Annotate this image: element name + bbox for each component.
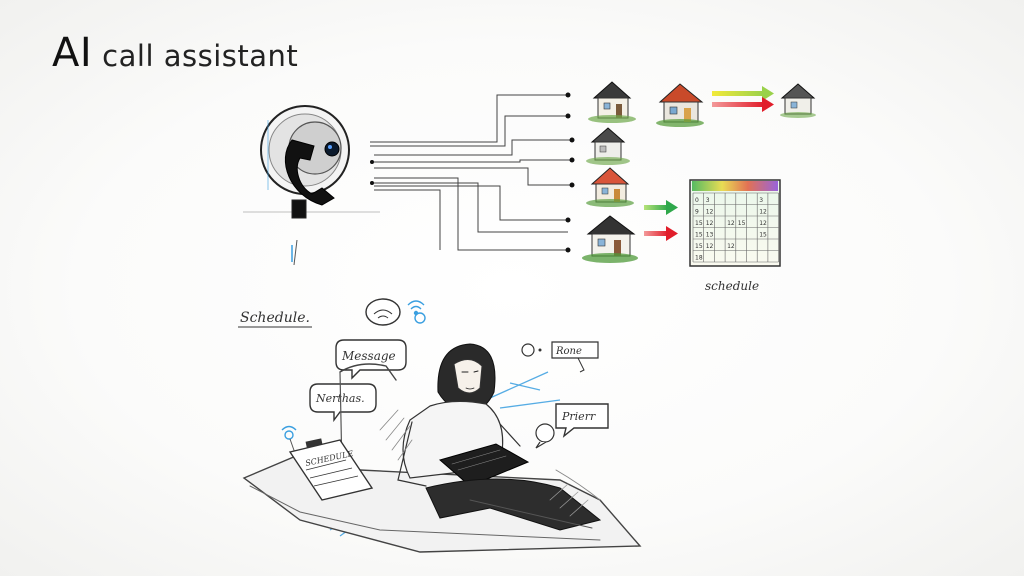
calendar-cell: 0: [695, 197, 699, 204]
bubble-right-text: Prierr: [561, 410, 596, 423]
calendar-cell: 15: [695, 243, 703, 250]
clipboard-icon: SCHEDULE: [288, 438, 374, 501]
arrow-icon: [644, 226, 678, 241]
bubble-right-top-text: Rone: [555, 346, 582, 357]
left-bubble: Nerthas.: [309, 383, 377, 423]
house-icon: [656, 83, 704, 127]
message-bubble: Message: [335, 339, 407, 380]
schedule-label-left: Schedule.: [240, 310, 310, 326]
chat-bubble-icon: [535, 423, 555, 449]
calendar-cell: 12: [759, 220, 767, 227]
arrow-icon: [712, 86, 774, 101]
arrow-icon: [712, 97, 774, 112]
calendar-cell: 18: [695, 255, 703, 262]
calendar-cell: 12: [727, 220, 735, 227]
title-rest: call assistant: [102, 39, 299, 73]
right-top-tag: Rone: [521, 341, 599, 373]
bubble-message-text: Message: [341, 349, 396, 363]
house-icon: [582, 215, 638, 263]
chat-bubble-icon: [365, 298, 401, 326]
connector-dots: [370, 92, 575, 253]
calendar-cell: 12: [706, 220, 714, 227]
house-icon: [588, 81, 636, 123]
calendar-cell: 13: [706, 232, 714, 239]
house-icon: [586, 167, 634, 207]
calendar-cell: 3: [759, 197, 763, 204]
page-title: AI call assistant: [52, 30, 298, 76]
house-icon: [586, 127, 630, 165]
calendar-cell: 15: [738, 220, 746, 227]
right-bubble: Prierr: [555, 403, 609, 438]
calendar-cell: 12: [706, 209, 714, 216]
woman-reading-illustration: [242, 343, 642, 553]
schedule-label-top: schedule: [705, 279, 759, 293]
connector-lines: [370, 94, 572, 251]
bubble-left-text: Nerthas.: [315, 392, 365, 405]
wifi-icon: [407, 300, 426, 324]
house-icon: [780, 83, 816, 118]
calendar-cell: 15: [759, 232, 767, 239]
calendar-cell: 3: [706, 197, 710, 204]
calendar-cell: 15: [695, 220, 703, 227]
arrow-icon: [644, 200, 678, 215]
calendar-cell: 15: [695, 232, 703, 239]
title-main: AI: [52, 30, 93, 76]
phone-robot-icon: [243, 105, 380, 266]
calendar-cell: 12: [727, 243, 735, 250]
calendar-cell: 12: [759, 209, 767, 216]
calendar-cell: 12: [706, 243, 714, 250]
calendar-cell: 9: [695, 209, 699, 216]
